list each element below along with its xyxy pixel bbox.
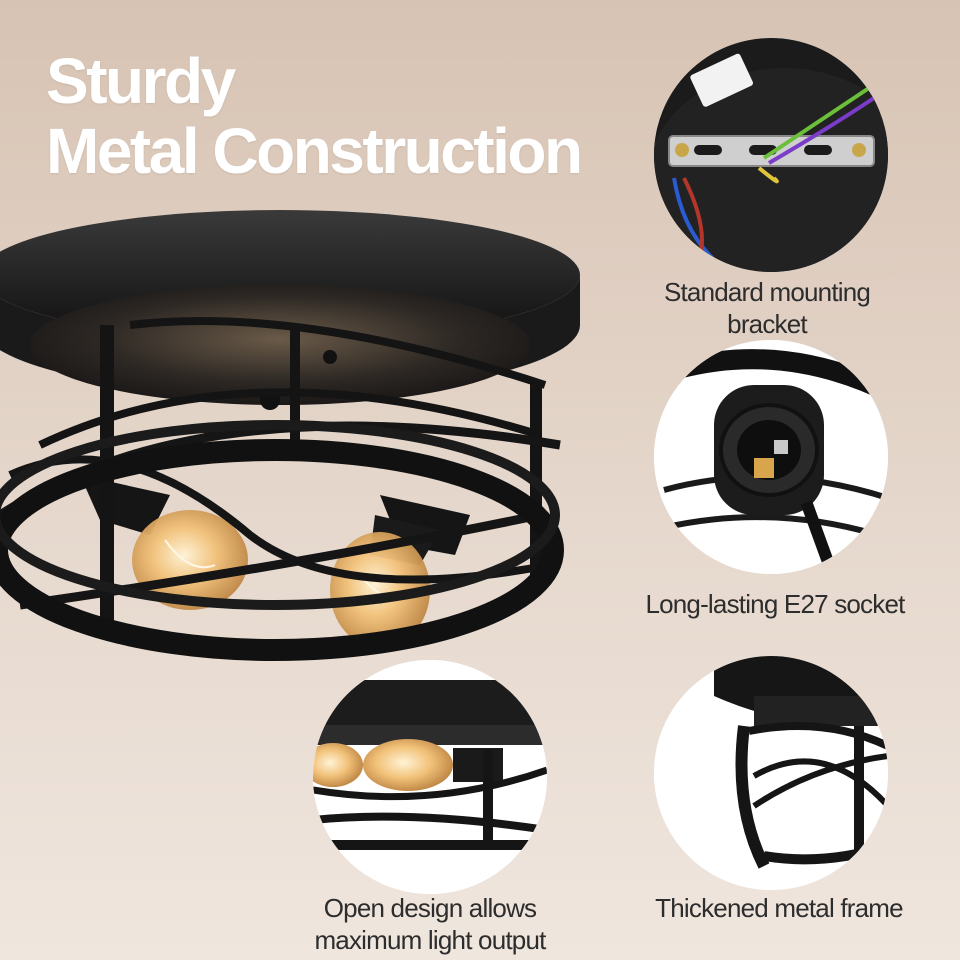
e27-socket-caption-line-1: Long-lasting E27 socket bbox=[645, 589, 905, 619]
metal-frame-caption: Thickened metal frame bbox=[620, 892, 938, 924]
metal-frame-caption-line-1: Thickened metal frame bbox=[655, 893, 903, 923]
headline-line-2: Metal Construction bbox=[46, 115, 583, 187]
metal-frame-illustration bbox=[654, 656, 888, 890]
headline: Sturdy Metal Construction bbox=[46, 45, 583, 187]
mounting-bracket-illustration bbox=[654, 38, 888, 272]
open-design-caption: Open design allows maximum light output bbox=[287, 892, 573, 956]
mounting-bracket-caption-line-2: bracket bbox=[727, 309, 807, 339]
headline-line-1: Sturdy bbox=[46, 45, 236, 117]
e27-socket-photo bbox=[654, 340, 888, 574]
open-design-caption-line-1: Open design allows bbox=[323, 893, 537, 923]
open-design-photo bbox=[313, 660, 547, 894]
mounting-bracket-caption: Standard mounting bracket bbox=[600, 276, 934, 340]
mounting-bracket-photo bbox=[654, 38, 888, 272]
ceiling-light-illustration bbox=[0, 210, 580, 661]
metal-frame-photo bbox=[654, 656, 888, 890]
ceiling-light-product-image bbox=[0, 185, 600, 665]
e27-socket-illustration bbox=[654, 340, 888, 574]
e27-socket-caption: Long-lasting E27 socket bbox=[600, 588, 950, 620]
mounting-bracket-caption-line-1: Standard mounting bbox=[663, 277, 871, 307]
open-design-caption-line-2: maximum light output bbox=[314, 925, 546, 955]
open-design-illustration bbox=[313, 660, 547, 894]
